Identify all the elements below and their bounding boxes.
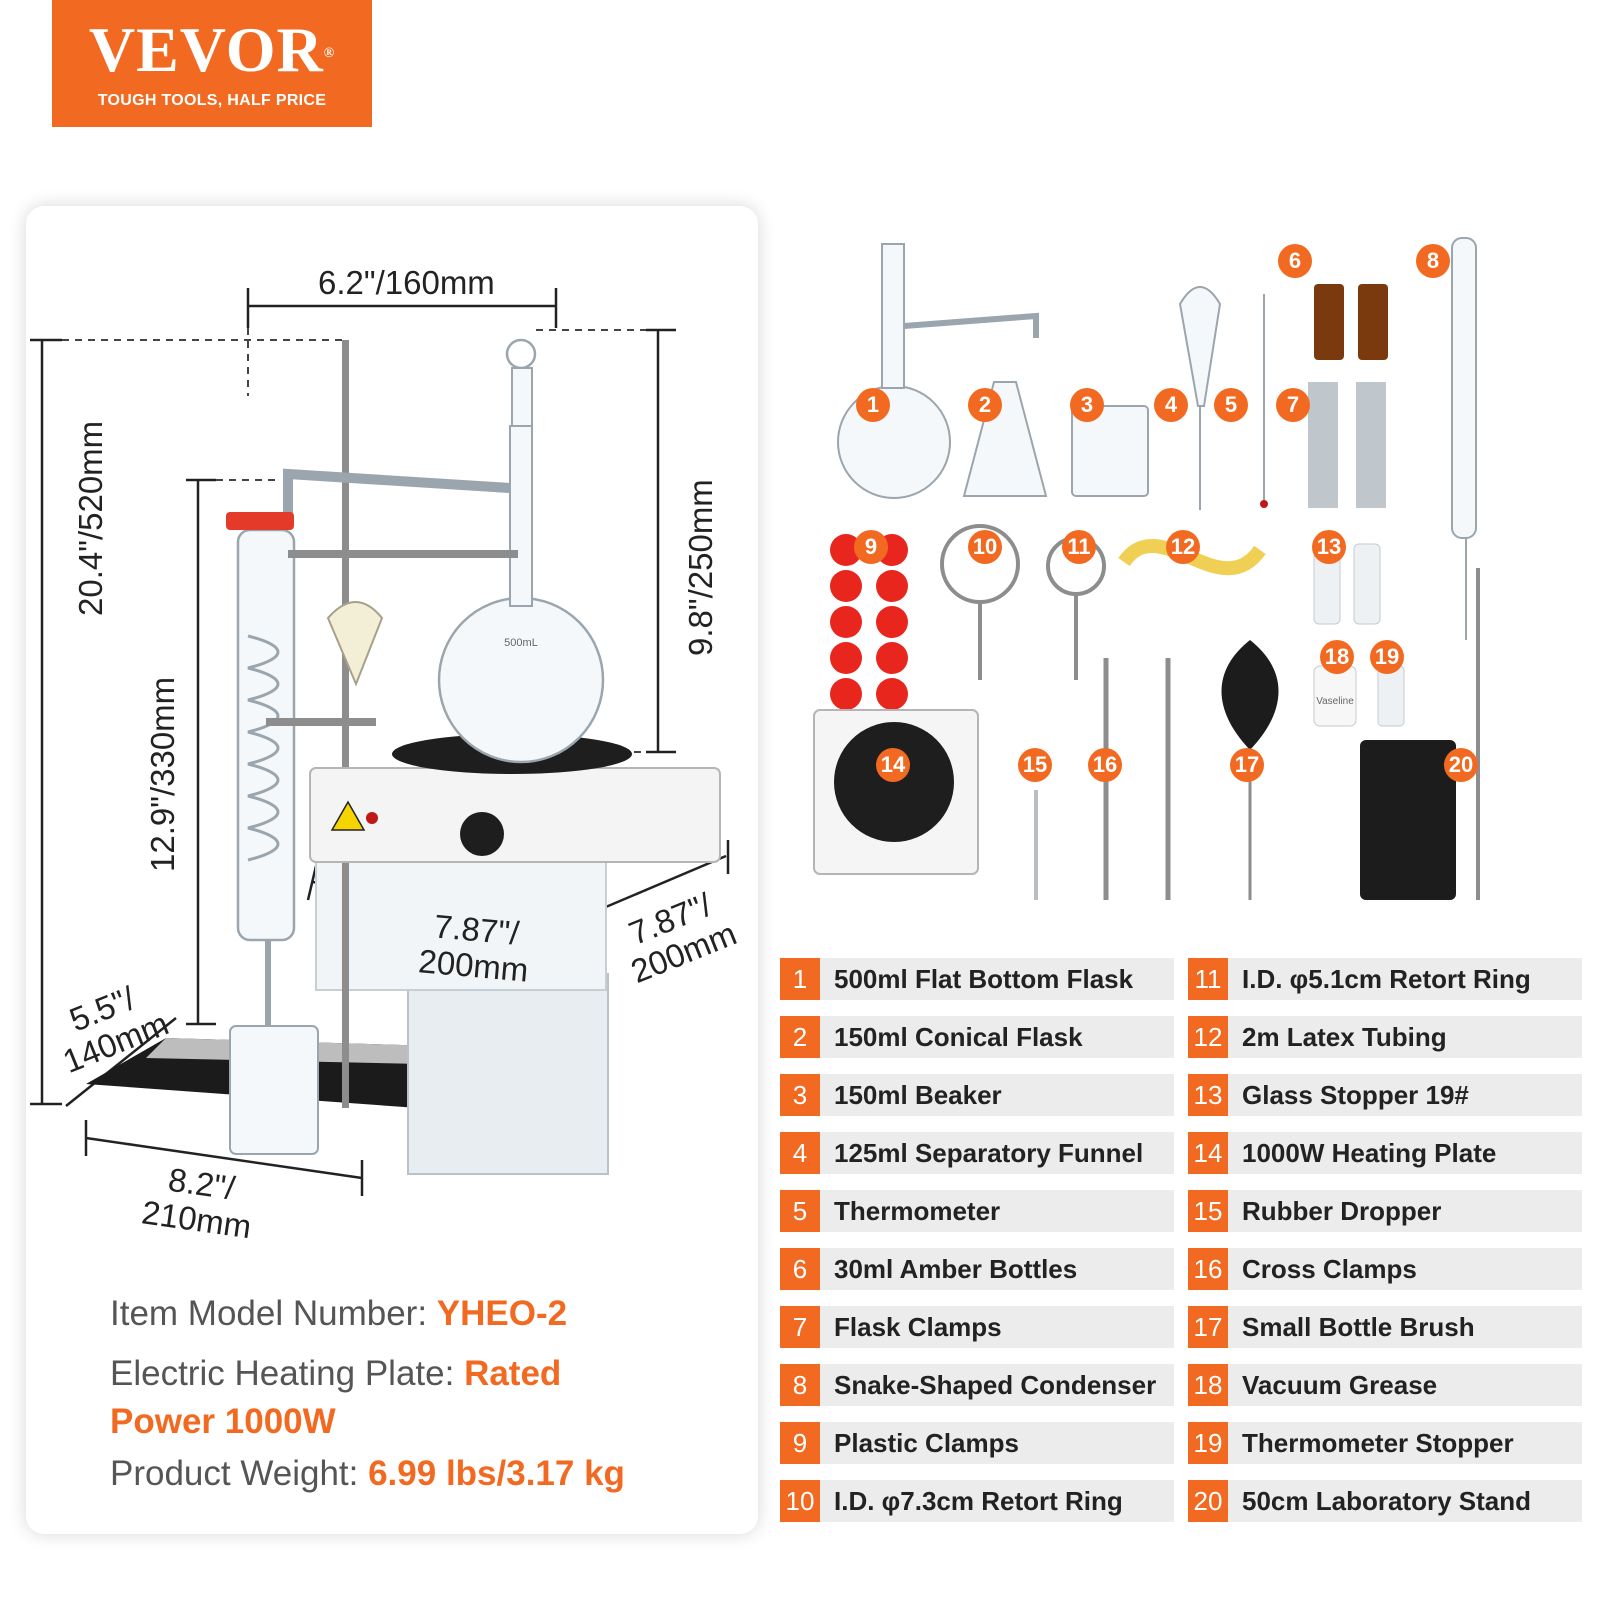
- grease-jar-marking: Vaseline: [1316, 696, 1354, 707]
- dim-top-width: 6.2"/160mm: [318, 264, 495, 301]
- part-badge-1: 1: [856, 388, 890, 422]
- dim-flask-height: 9.8"/250mm: [682, 479, 719, 656]
- part-badge-4: 4: [1154, 388, 1188, 422]
- dim-base-width: 8.2"/ 210mm: [139, 1160, 254, 1246]
- part-badge-15: 15: [1018, 748, 1052, 782]
- part-badge-7: 7: [1276, 388, 1310, 422]
- part-badge-12: 12: [1166, 530, 1200, 564]
- part-badge-16: 16: [1088, 748, 1122, 782]
- part-badge-2: 2: [968, 388, 1002, 422]
- part-badge-8: 8: [1416, 244, 1450, 278]
- product-dimensions-card: 500mL 6.2"/160mm 20.4"/520mm 12.9"/330mm…: [26, 206, 758, 1534]
- spec-model-number: Item Model Number: YHEO-2: [110, 1294, 568, 1333]
- vevor-logo: VEVOR® TOUGH TOOLS, HALF PRICE: [52, 0, 372, 127]
- dim-box-width: 7.87"/ 200mm: [417, 907, 530, 989]
- dim-condenser-height: 12.9"/330mm: [144, 676, 181, 872]
- flask-volume-marking: 500mL: [504, 637, 538, 649]
- part-badge-5: 5: [1214, 388, 1248, 422]
- part-badge-10: 10: [968, 530, 1002, 564]
- parts-gallery: Vaseline 1 2 3 4 5 6 7 8 9 10 11 12 13 1…: [780, 210, 1580, 930]
- spec-product-weight: Product Weight: 6.99 lbs/3.17 kg: [110, 1454, 625, 1493]
- logo-tagline: TOUGH TOOLS, HALF PRICE: [97, 92, 327, 109]
- part-badge-3: 3: [1070, 388, 1104, 422]
- dim-total-height: 20.4"/520mm: [72, 420, 109, 616]
- logo-wordmark: VEVOR: [88, 14, 324, 85]
- part-badge-13: 13: [1312, 530, 1346, 564]
- parts-illustrations: Vaseline: [813, 237, 1480, 900]
- part-badge-6: 6: [1278, 244, 1312, 278]
- spec-heating-plate: Electric Heating Plate: Rated Power 1000…: [110, 1354, 562, 1441]
- part-badge-9: 9: [854, 530, 888, 564]
- part-badge-18: 18: [1320, 640, 1354, 674]
- part-badge-11: 11: [1062, 530, 1096, 564]
- registered-mark: ®: [323, 46, 336, 61]
- part-badge-14: 14: [876, 748, 910, 782]
- part-badge-17: 17: [1230, 748, 1264, 782]
- part-badge-19: 19: [1370, 640, 1404, 674]
- distillation-apparatus-illustration: 500mL: [30, 288, 730, 1196]
- part-badge-20: 20: [1444, 748, 1478, 782]
